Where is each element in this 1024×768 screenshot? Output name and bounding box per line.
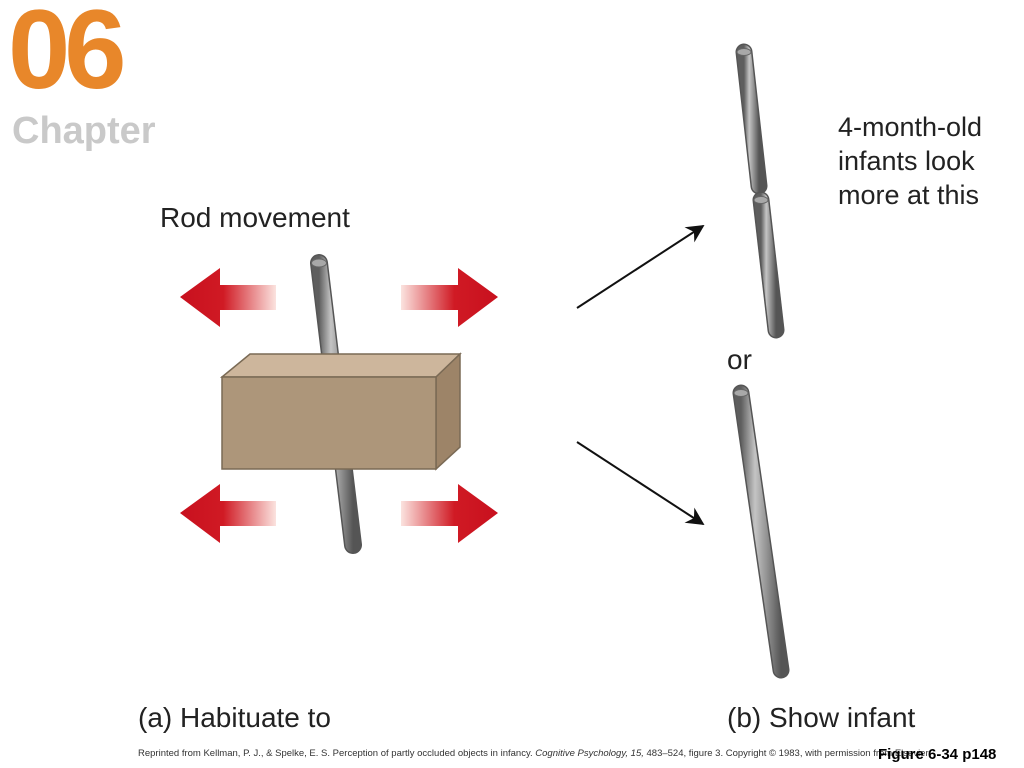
caption-habituate: (a) Habituate to <box>138 702 331 733</box>
source-credit: Reprinted from Kellman, P. J., & Spelke,… <box>138 748 931 759</box>
occluding-box <box>219 352 462 471</box>
outcome-line: 4-month-old <box>838 112 983 142</box>
figure-reference: Figure 6-34 p148 <box>878 746 997 763</box>
outcome-line: infants look <box>838 146 975 176</box>
outcome-line: more at this <box>838 180 980 210</box>
broken-rod <box>735 43 785 339</box>
pointer-arrow-up <box>576 225 705 309</box>
credit-text: Reprinted from Kellman, P. J., & Spelke,… <box>138 748 536 759</box>
credit-text-end: 483–524, figure 3. Copyright © 1983, wit… <box>643 748 931 759</box>
rod-movement-label: Rod movement <box>160 202 350 233</box>
outcome-label: 4-month-old infants look more at this <box>838 110 982 212</box>
or-label: or <box>727 344 752 375</box>
arrow-top-right <box>401 268 498 327</box>
pointer-arrow-down <box>576 441 705 525</box>
arrow-top-left <box>180 268 276 327</box>
chapter-number: 06 <box>8 0 127 112</box>
arrow-bottom-right <box>401 484 498 543</box>
credit-journal: Cognitive Psychology, 15, <box>535 748 644 759</box>
chapter-word: Chapter <box>12 110 156 152</box>
caption-show-infant: (b) Show infant <box>727 702 916 733</box>
complete-rod <box>732 384 790 679</box>
arrow-bottom-left <box>180 484 276 543</box>
